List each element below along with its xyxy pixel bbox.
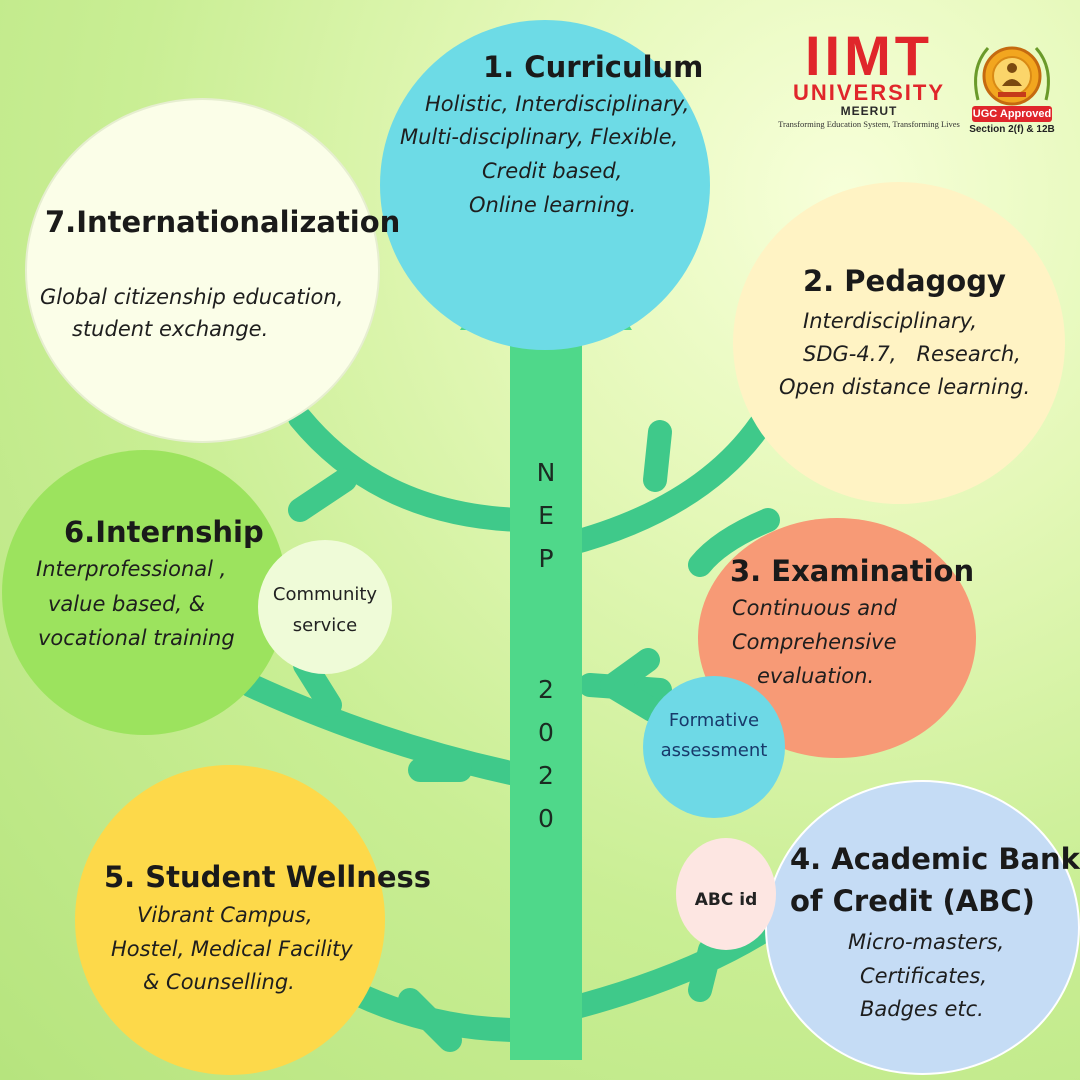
branch-abc-twig	[688, 938, 722, 1002]
internship-circle	[2, 450, 287, 735]
abc-line-3: Badges etc.	[860, 997, 984, 1021]
formative-assessment-line-1: Formative	[668, 710, 760, 731]
abc-title-line-1: 4. Academic Bank	[790, 842, 1080, 876]
curriculum-title: 1. Curriculum	[483, 50, 704, 84]
branch-wellness-twig	[398, 988, 462, 1052]
trunk-digit-0a: 0	[538, 718, 554, 747]
branch-upper-left	[288, 406, 532, 532]
iimt-logo: IIMT UNIVERSITY MEERUT Transforming Educ…	[778, 26, 960, 130]
internationalization-title: 7.Internationalization	[45, 205, 401, 239]
student-wellness-title: 5. Student Wellness	[104, 860, 432, 894]
branch-exam-twig	[600, 648, 664, 722]
student-wellness-circle	[75, 765, 385, 1075]
ugc-seal-icon	[974, 46, 1050, 106]
internship-line-2: value based, &	[48, 592, 206, 616]
trunk-digit-0b: 0	[538, 804, 554, 833]
logo-tagline: Transforming Education System, Transform…	[778, 119, 960, 129]
trunk-letter-p: P	[538, 544, 554, 573]
examination-line-3: evaluation.	[757, 664, 875, 688]
branch-upper-right-twig	[643, 420, 672, 492]
internationalization-line-2: student exchange.	[72, 317, 269, 341]
formative-assessment-circle	[643, 676, 785, 818]
branch-upper-left-twig	[288, 468, 357, 522]
internship-title: 6.Internship	[64, 515, 264, 549]
curriculum-line-1: Holistic, Interdisciplinary,	[425, 92, 690, 116]
examination-line-1: Continuous and	[732, 596, 897, 620]
community-service-line-2: service	[292, 615, 358, 636]
pedagogy-line-2: SDG-4.7, Research,	[803, 342, 1021, 366]
curriculum-line-4: Online learning.	[469, 193, 637, 217]
student-wellness-line-1: Vibrant Campus,	[137, 903, 313, 927]
internship-line-1: Interprofessional ,	[36, 557, 227, 581]
ugc-approved-badge: UGC Approved	[972, 106, 1052, 122]
abc-id-circle	[676, 838, 776, 950]
trunk-digit-2a: 2	[538, 675, 554, 704]
pedagogy-line-1: Interdisciplinary,	[803, 309, 978, 333]
abc-title-line-2: of Credit (ABC)	[790, 884, 1035, 918]
community-service-line-1: Community	[272, 584, 378, 605]
trunk-arrow-shaft	[510, 325, 582, 1060]
logo-city: MEERUT	[840, 104, 898, 118]
curriculum-circle	[380, 20, 710, 350]
branch-curve-lower-left	[238, 673, 532, 787]
curriculum-line-2: Multi-disciplinary, Flexible,	[400, 125, 679, 149]
examination-line-2: Comprehensive	[732, 630, 897, 654]
branch-to-exam	[688, 508, 780, 577]
internship-line-3: vocational training	[38, 626, 235, 650]
student-wellness-line-3: & Counselling.	[143, 970, 295, 994]
trunk-digit-2b: 2	[538, 761, 554, 790]
pedagogy-title: 2. Pedagogy	[803, 264, 1006, 298]
logo-university: UNIVERSITY	[792, 80, 946, 105]
abc-line-2: Certificates,	[860, 964, 988, 988]
internationalization-circle	[25, 98, 380, 443]
formative-assessment-line-2: assessment	[660, 740, 768, 761]
abc-circle	[765, 780, 1080, 1075]
branch-upper-right	[553, 413, 772, 557]
pedagogy-circle	[733, 182, 1065, 504]
trunk-letter-e: E	[538, 501, 554, 530]
ugc-section-text: Section 2(f) & 12B	[969, 124, 1055, 135]
pedagogy-line-3: Open distance learning.	[779, 375, 1031, 399]
abc-id-label: ABC id	[694, 890, 758, 910]
community-service-circle	[258, 540, 392, 674]
abc-line-1: Micro-masters,	[848, 930, 1005, 954]
logo-name: IIMT	[805, 24, 933, 87]
trunk-letter-n: N	[536, 458, 556, 487]
student-wellness-line-2: Hostel, Medical Facility	[111, 937, 353, 961]
internationalization-line-1: Global citizenship education,	[40, 285, 344, 309]
curriculum-line-3: Credit based,	[482, 159, 623, 183]
examination-title: 3. Examination	[730, 554, 975, 588]
